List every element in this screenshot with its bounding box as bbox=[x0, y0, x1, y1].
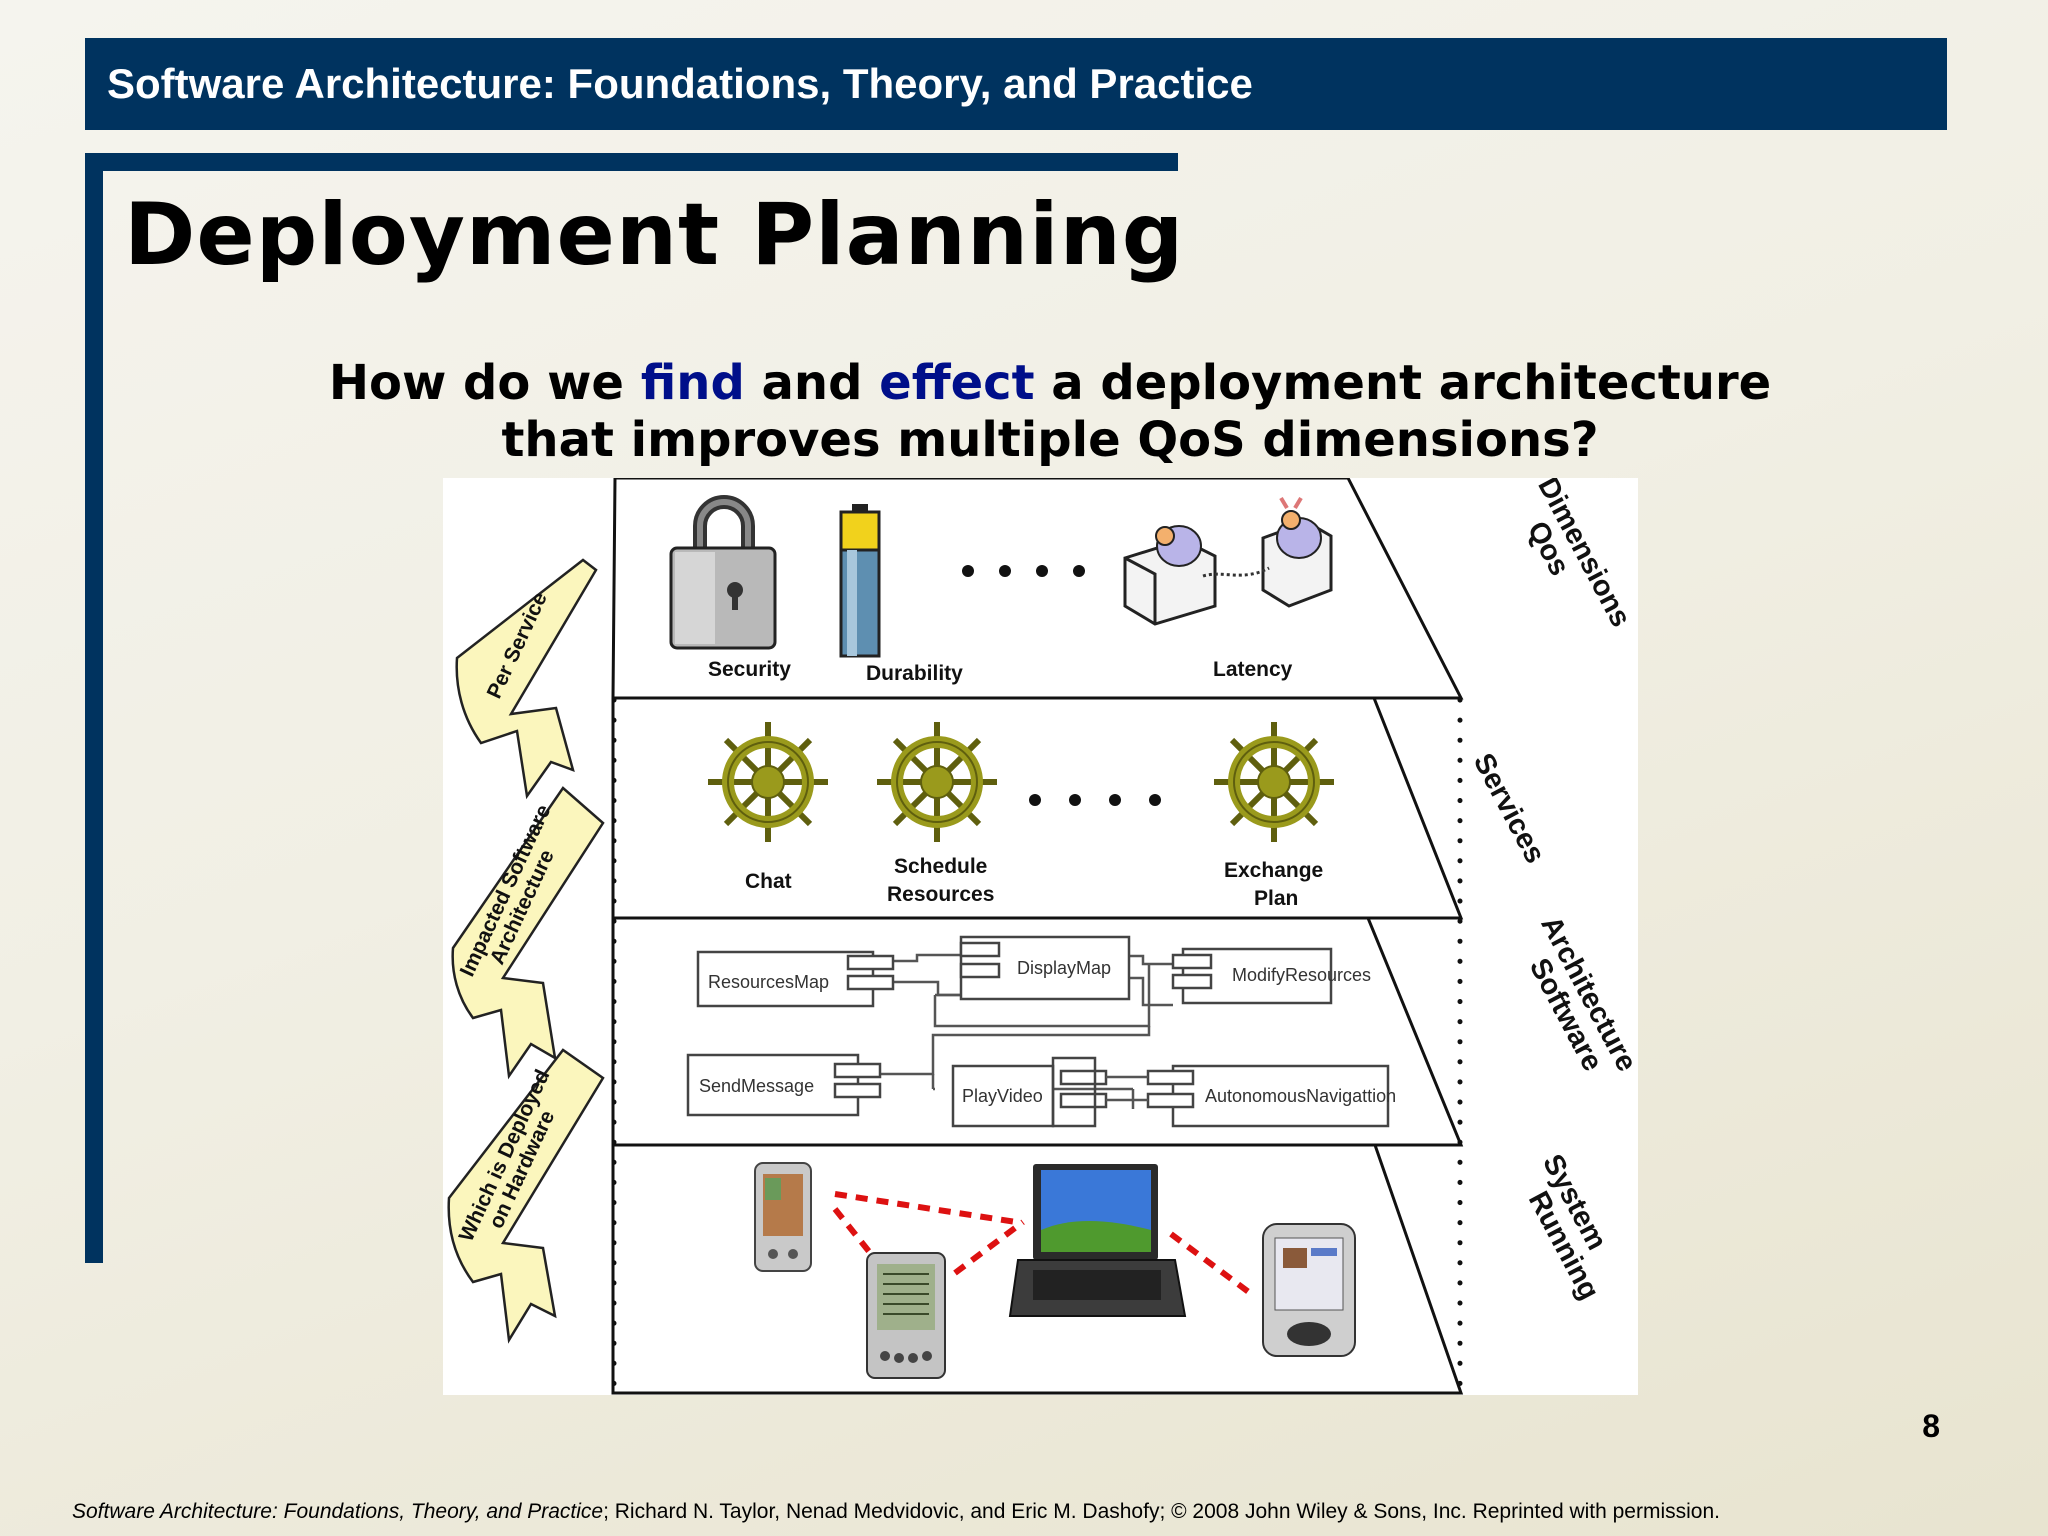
question-line2: that improves multiple QoS dimensions? bbox=[501, 412, 1599, 468]
component-resources-map-label: ResourcesMap bbox=[708, 972, 829, 992]
component-autonomous-navigation: AutonomousNavigattion bbox=[1106, 1064, 1396, 1128]
question-text: How do we find and effect a deployment a… bbox=[300, 355, 1800, 469]
header-bar: Software Architecture: Foundations, Theo… bbox=[85, 38, 1947, 130]
service-schedule-label-1: Schedule bbox=[894, 855, 987, 878]
layer-services-label: Services bbox=[1467, 748, 1551, 868]
component-display-map: DisplayMap bbox=[959, 935, 1131, 1001]
ship-wheel-icon bbox=[877, 722, 997, 842]
battery-icon bbox=[839, 504, 881, 658]
question-part3: a deployment architecture bbox=[1034, 355, 1772, 411]
component-connectors bbox=[874, 953, 1188, 1109]
component-resources-map: ResourcesMap bbox=[696, 950, 895, 1008]
pda-device-icon bbox=[754, 1162, 812, 1272]
component-send-message: SendMessage bbox=[686, 1053, 882, 1117]
service-exchange-label-1: Exchange bbox=[1224, 859, 1323, 882]
qos-durability-label: Durability bbox=[866, 662, 963, 685]
footer-citation: Software Architecture: Foundations, Theo… bbox=[72, 1500, 1720, 1524]
slide-title: Deployment Planning bbox=[124, 185, 1185, 285]
qos-ellipsis bbox=[962, 565, 1085, 577]
layer-architecture-frame bbox=[611, 916, 1464, 1147]
footer-rest: ; Richard N. Taylor, Nenad Medvidovic, a… bbox=[603, 1500, 1721, 1523]
layer-architecture-label: Software Architecture bbox=[1508, 911, 1638, 1091]
layer-running-label: Running System bbox=[1510, 1149, 1636, 1312]
qos-latency-label: Latency bbox=[1213, 658, 1293, 681]
computers-talking-icon bbox=[1123, 496, 1333, 626]
question-effect: effect bbox=[879, 355, 1035, 411]
footer-book-title: Software Architecture: Foundations, Theo… bbox=[72, 1500, 604, 1523]
service-chat-label: Chat bbox=[745, 870, 792, 893]
per-service-arrow bbox=[455, 558, 598, 800]
laptop-icon bbox=[1008, 1164, 1187, 1317]
component-play-video-label: PlayVideo bbox=[962, 1086, 1043, 1106]
title-accent-bar-horizontal bbox=[85, 153, 1178, 171]
layer-running-frame bbox=[611, 1143, 1464, 1395]
component-play-video: PlayVideo bbox=[951, 1056, 1108, 1128]
red-link-lines bbox=[832, 1191, 1256, 1299]
deployment-diagram: Security Durability Latency Chat Schedul… bbox=[443, 478, 1638, 1395]
deployed-hardware-arrow bbox=[447, 1048, 605, 1344]
page-number: 8 bbox=[1922, 1408, 1940, 1444]
component-display-map-label: DisplayMap bbox=[1017, 958, 1111, 978]
layer-qos-label: Qos Dimensions bbox=[1505, 478, 1637, 646]
impacted-architecture-arrow bbox=[451, 786, 605, 1080]
component-send-message-label: SendMessage bbox=[699, 1076, 814, 1096]
component-modify-resources-text: ModifyResources bbox=[1232, 965, 1371, 985]
header-title: Software Architecture: Foundations, Theo… bbox=[107, 60, 1253, 107]
component-autonomous-navigation-label: AutonomousNavigattion bbox=[1205, 1086, 1396, 1106]
padlock-icon bbox=[669, 495, 777, 650]
service-schedule-label-2: Resources bbox=[887, 883, 994, 906]
palm-device-icon bbox=[866, 1252, 946, 1379]
question-part1: How do we bbox=[328, 355, 641, 411]
services-ellipsis bbox=[1029, 794, 1161, 806]
ship-wheel-icon bbox=[708, 722, 828, 842]
service-exchange-label-2: Plan bbox=[1254, 887, 1298, 910]
component-modify-resources-box: ModifyResources bbox=[1171, 947, 1371, 1005]
ship-wheel-icon bbox=[1214, 722, 1334, 842]
question-part2: and bbox=[744, 355, 880, 411]
smartphone-device-icon bbox=[1262, 1223, 1356, 1357]
title-accent-bar-vertical bbox=[85, 153, 103, 1263]
qos-security-label: Security bbox=[708, 658, 791, 681]
question-find: find bbox=[640, 355, 745, 411]
layer-services-frame bbox=[611, 696, 1464, 920]
